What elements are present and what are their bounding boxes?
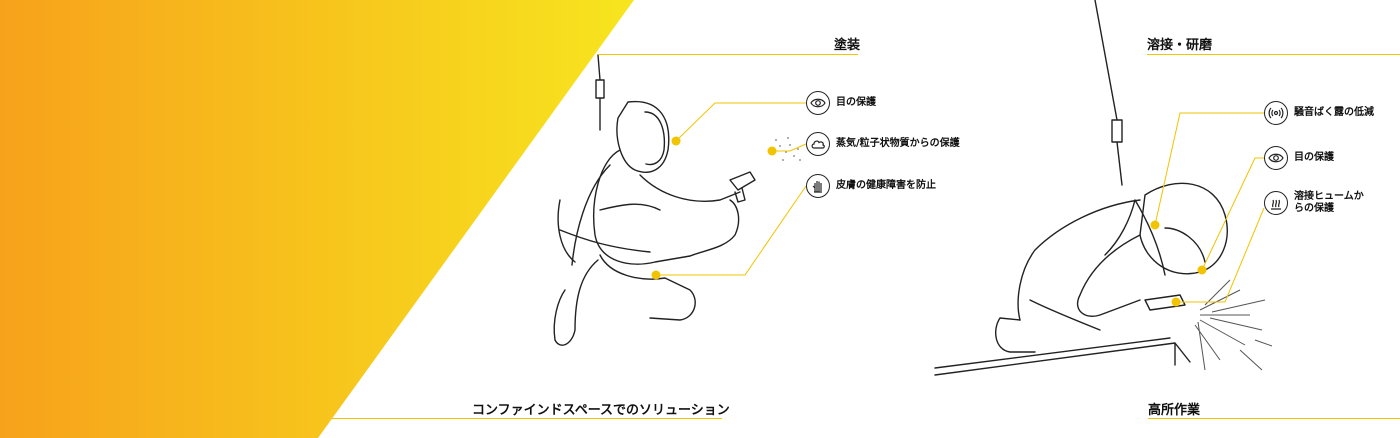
callout-label: 溶接ヒュームからの保護	[1294, 191, 1364, 214]
callout-painting-skin: 皮膚の健康障害を防止	[806, 174, 936, 198]
callout-painting-vapor: 蒸気/粒子状物質からの保護	[806, 132, 960, 156]
section-title-painting: 塗装	[834, 38, 861, 53]
callout-welding-eye: 目の保護	[1264, 146, 1334, 170]
callout-label: 騒音ばく露の低減	[1294, 107, 1374, 118]
section-title-welding: 溶接・研磨	[1147, 38, 1213, 53]
section-underline-height-work	[1148, 418, 1400, 419]
cloud-icon	[806, 132, 830, 156]
fumes-icon	[1264, 191, 1288, 215]
callout-label: 皮膚の健康障害を防止	[836, 180, 936, 191]
eye-icon	[1264, 146, 1288, 170]
sound-waves-icon	[1264, 101, 1288, 125]
callout-welding-fumes: 溶接ヒュームからの保護	[1264, 191, 1370, 215]
section-underline-painting	[598, 54, 858, 55]
callout-welding-noise: 騒音ばく露の低減	[1264, 101, 1374, 125]
section-title-confined-space: コンファインドスペースでのソリューション	[472, 403, 730, 418]
callout-label: 目の保護	[1294, 152, 1334, 163]
callout-label: 蒸気/粒子状物質からの保護	[836, 138, 960, 149]
callout-painting-eye: 目の保護	[806, 91, 876, 115]
section-underline-confined-space	[332, 418, 722, 419]
callout-label: 目の保護	[836, 97, 876, 108]
eye-icon	[806, 91, 830, 115]
section-title-height-work: 高所作業	[1148, 403, 1201, 418]
hand-icon	[806, 174, 830, 198]
section-underline-welding	[1147, 54, 1400, 55]
